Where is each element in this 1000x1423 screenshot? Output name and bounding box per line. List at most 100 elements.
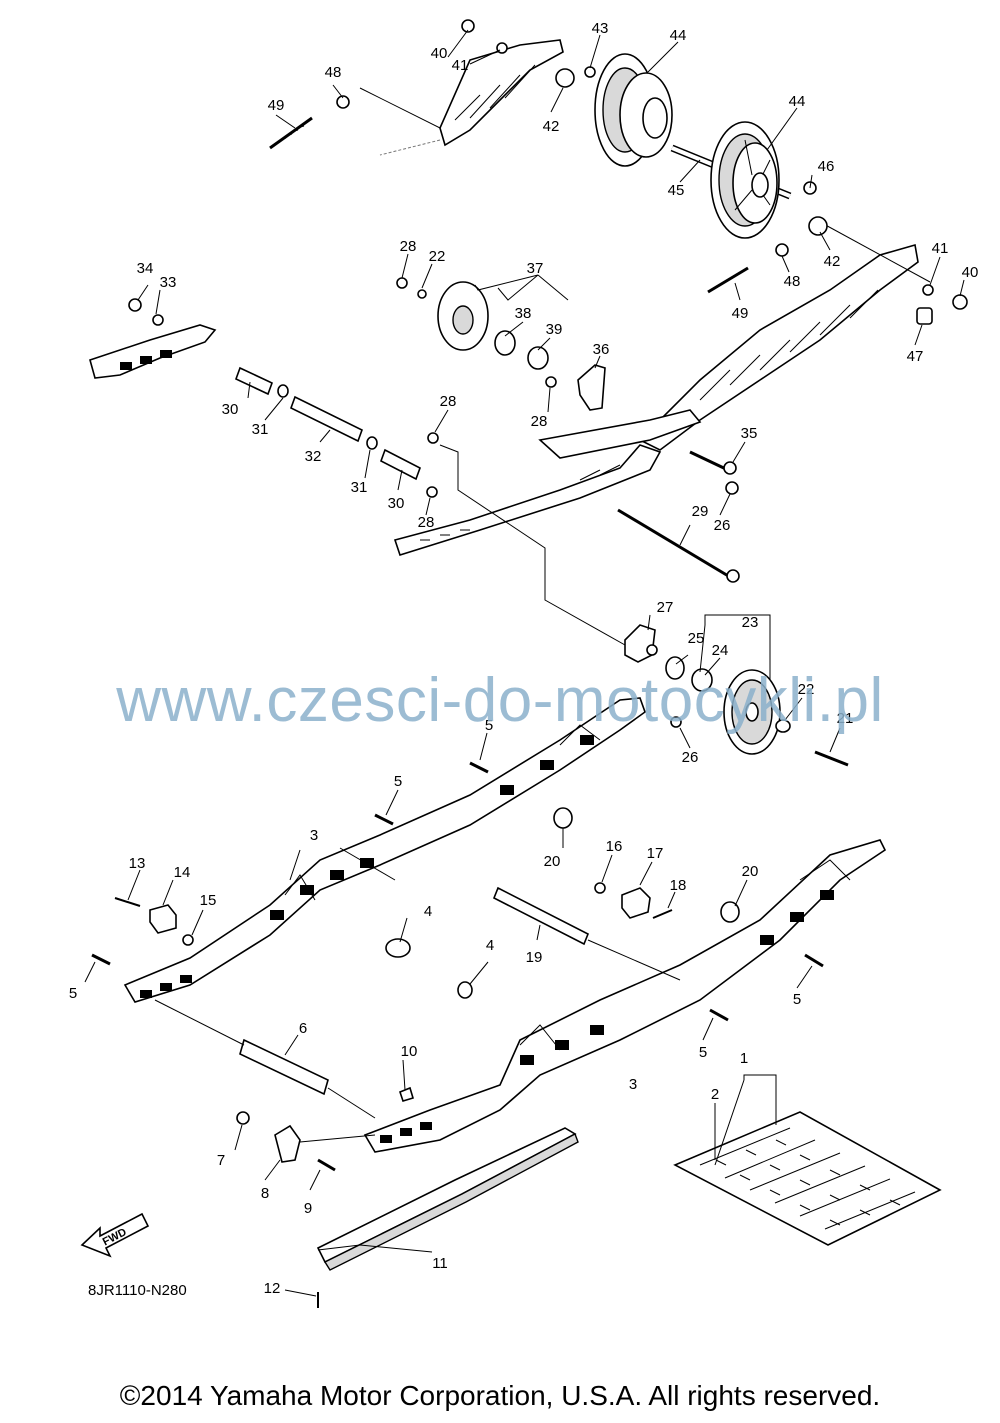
callout-49: 49 [268,97,285,114]
idler-wheel-23 [665,656,849,767]
callout-24: 24 [712,642,729,659]
callout-5: 5 [793,991,801,1008]
bolts-5 [91,761,824,1022]
callout-5: 5 [394,773,402,790]
callout-5: 5 [69,985,77,1002]
callout-36: 36 [593,341,610,358]
callout-42: 42 [543,118,560,135]
callout-28: 28 [418,514,435,531]
rear-end-parts-7-8-9-10 [236,1086,414,1172]
callout-2: 2 [711,1086,719,1103]
cross-shafts-bottom [154,847,681,1119]
callout-22: 22 [798,681,815,698]
callout-32: 32 [305,448,322,465]
copyright-notice: ©2014 Yamaha Motor Corporation, U.S.A. A… [119,1380,881,1411]
callout-23: 23 [742,614,759,631]
callout-3: 3 [629,1076,637,1093]
callout-38: 38 [515,305,532,322]
callout-1: 1 [740,1050,748,1067]
callout-40: 40 [431,45,448,62]
callout-26: 26 [682,749,699,766]
callout-28: 28 [440,393,457,410]
callout-21: 21 [837,710,854,727]
callout-29: 29 [692,503,709,520]
callout-5: 5 [485,717,493,734]
callout-22: 22 [429,248,446,265]
diagram-code: 8JR1110-N280 [88,1282,187,1299]
idler-wheel-37 [437,281,549,370]
callout-12: 12 [264,1280,281,1297]
watermark-url: www.czesci-do-motocykli.pl [116,666,884,735]
callout-41: 41 [452,57,469,74]
callout-11: 11 [432,1255,448,1272]
slide-rail-right [363,839,887,1153]
callout-19: 19 [526,949,543,966]
callout-20: 20 [742,863,759,880]
callout-44: 44 [670,27,687,44]
upper-center-rail [393,444,662,556]
track-1 [673,1111,942,1246]
slider-11 [316,1127,579,1271]
callout-31: 31 [351,479,368,496]
callout-4: 4 [486,937,494,954]
callout-45: 45 [668,182,685,199]
callout-10: 10 [401,1043,418,1060]
callout-7: 7 [217,1152,225,1169]
callout-8: 8 [261,1185,269,1202]
callout-labels: 40 41 43 44 48 49 42 44 46 45 41 40 42 4… [69,20,979,1297]
callout-34: 34 [137,260,154,277]
callout-44: 44 [789,93,806,110]
slide-rail-left [123,697,646,1003]
callout-42: 42 [824,253,841,270]
shafts-30-31-32 [128,298,421,481]
callout-41: 41 [932,240,949,257]
callout-47: 47 [907,348,924,365]
callout-28: 28 [531,413,548,430]
bolts-center [396,277,740,583]
bolt-49-right [707,266,749,294]
callout-48: 48 [325,64,342,81]
upper-rear-rail-right [538,243,919,459]
cross-shaft-line [439,444,626,646]
upper-front-rail-left [89,324,217,379]
callout-26: 26 [714,517,731,534]
callout-18: 18 [670,877,687,894]
callout-46: 46 [818,158,835,175]
callout-37: 37 [527,260,544,277]
spacers-and-blocks [114,807,740,999]
callout-27: 27 [657,599,674,616]
rear-idler-wheel-1 [594,53,673,167]
callout-49: 49 [732,305,749,322]
callout-17: 17 [647,845,664,862]
callout-30: 30 [222,401,239,418]
callout-28: 28 [400,238,417,255]
callout-25: 25 [688,630,705,647]
fwd-label: FWD [101,1226,129,1248]
callout-39: 39 [546,321,563,338]
bracket-36 [545,364,606,411]
small-fasteners-top [336,19,968,325]
callout-43: 43 [592,20,609,37]
upper-rear-rail-left [379,39,564,156]
rear-idler-wheel-2 [710,121,780,239]
callout-35: 35 [741,425,758,442]
callout-5: 5 [699,1044,707,1061]
callout-40: 40 [962,264,979,281]
leader-lines [84,29,965,1297]
callout-33: 33 [160,274,177,291]
callout-15: 15 [200,892,217,909]
callout-4: 4 [424,903,432,920]
callout-3: 3 [310,827,318,844]
callout-48: 48 [784,273,801,290]
callout-6: 6 [299,1020,307,1037]
callout-14: 14 [174,864,191,881]
callout-16: 16 [606,838,623,855]
bracket-27 [624,624,658,663]
callout-20: 20 [544,853,561,870]
callout-30: 30 [388,495,405,512]
callout-13: 13 [129,855,146,872]
fwd-arrow: FWD [80,1212,150,1258]
callout-31: 31 [252,421,269,438]
callout-9: 9 [304,1200,312,1217]
